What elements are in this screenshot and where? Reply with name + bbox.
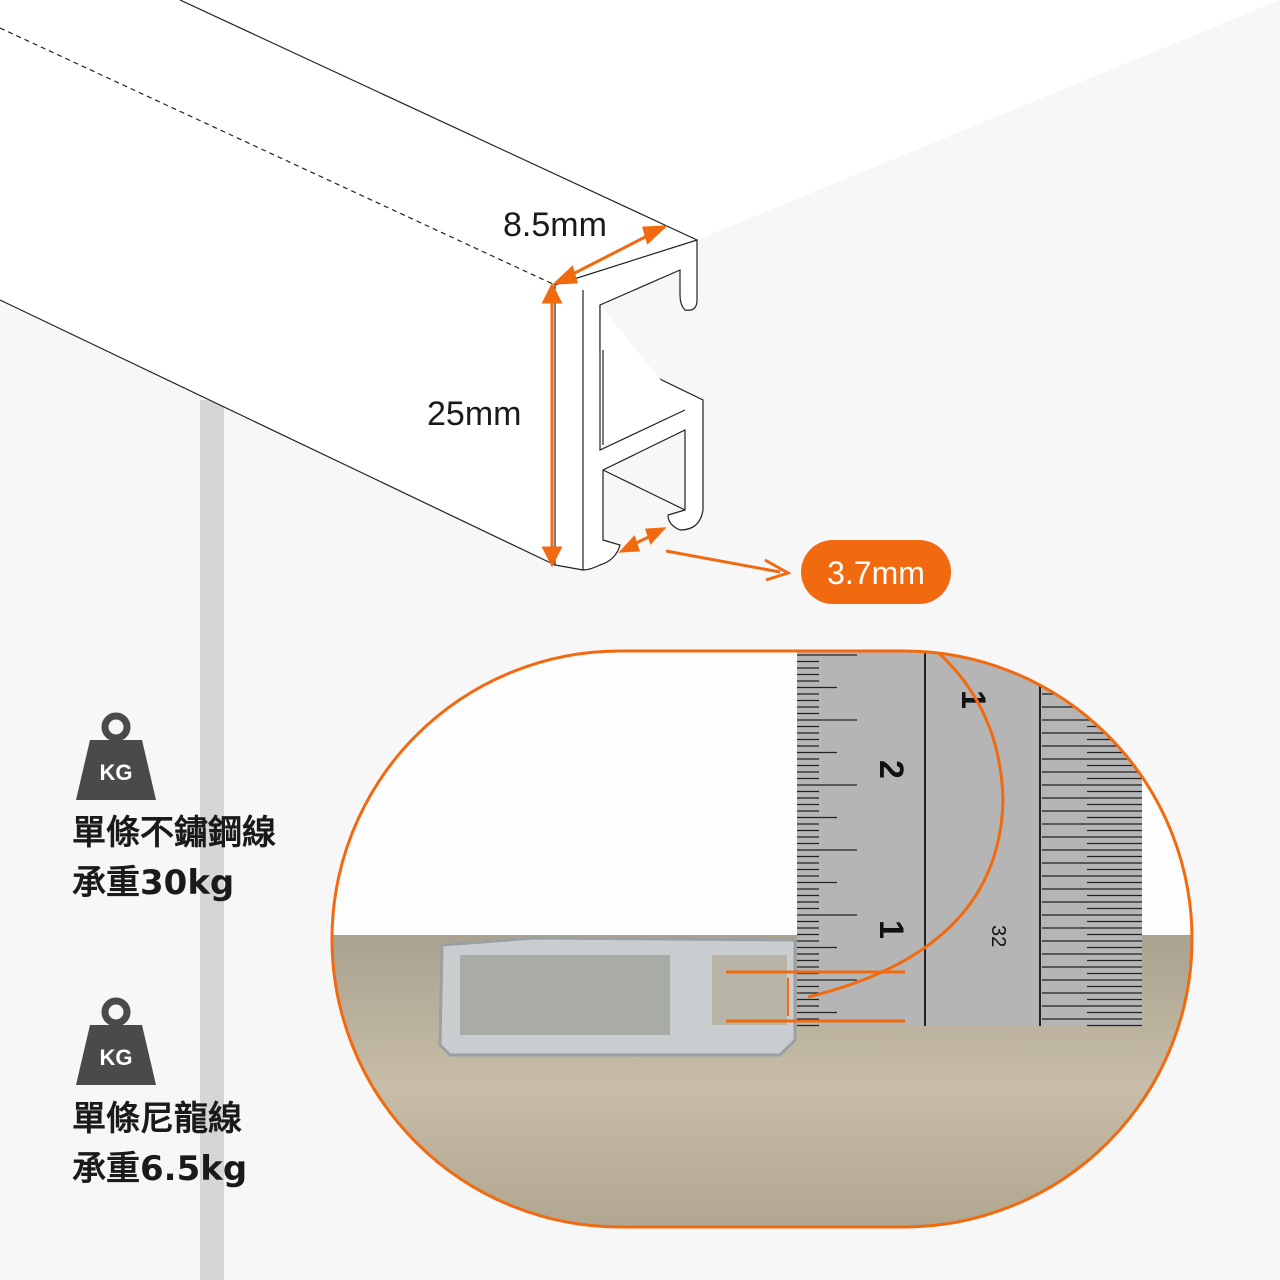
weight-icon: KG: [76, 997, 156, 1085]
spec-title: 單條不鏽鋼線: [72, 813, 276, 853]
closeup-photo: 1 2 1 32: [332, 651, 1192, 1227]
weight-icon: KG: [76, 712, 156, 800]
photo-frame: [330, 649, 1194, 1229]
dimension-arrows: [541, 225, 792, 582]
spec-steel-wire: 單條不鏽鋼線 承重30kg: [72, 808, 276, 908]
ruler-mark: 2: [872, 760, 910, 779]
ruler-mark: 1: [954, 690, 992, 709]
spec-nylon-wire: 單條尼龍線 承重6.5kg: [72, 1094, 247, 1194]
spec-load: 承重6.5kg: [72, 1149, 248, 1189]
wall-pole: [200, 400, 224, 1280]
rail-drawing: [0, 0, 1280, 571]
spec-load: 承重30kg: [72, 863, 235, 903]
width-dimension-label: 8.5mm: [503, 206, 607, 244]
gap-dimension-label: 3.7mm: [827, 555, 925, 591]
svg-text:KG: KG: [100, 1045, 133, 1070]
gap-badge: [801, 540, 951, 604]
height-dimension-label: 25mm: [427, 395, 521, 433]
spec-title: 單條尼龍線: [72, 1099, 242, 1139]
ruler-mark: 1: [872, 920, 910, 939]
ruler-mark: 32: [987, 925, 1009, 947]
svg-text:KG: KG: [100, 760, 133, 785]
